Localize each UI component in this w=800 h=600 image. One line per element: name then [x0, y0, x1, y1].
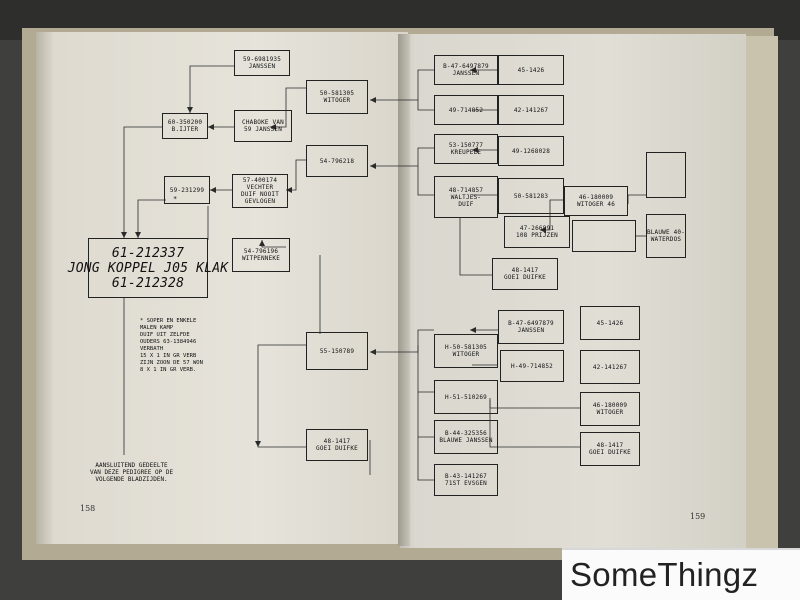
right-page [400, 34, 746, 548]
pedigree-box-45-1426: 45-1426 [498, 55, 564, 85]
pedigree-box-empty-2 [572, 220, 636, 252]
page-number-right: 159 [690, 512, 706, 521]
pedigree-box-45-1426-lower: 45-1426 [580, 306, 640, 340]
pedigree-box-blauwe-40: BLAUWE 40-WATERDOS [646, 214, 686, 258]
watermark-text: SomeThingz [570, 556, 759, 593]
pedigree-box-empty-1 [646, 152, 686, 198]
pedigree-box-54-796218: 54-796218 [306, 145, 368, 177]
pedigree-box-h-51-510269: H-51-510269 [434, 380, 498, 414]
pedigree-box-h-49-714852: H-49-714852 [500, 350, 564, 382]
book-gutter [398, 34, 410, 546]
pedigree-box-55-150789: 55-150789 [306, 332, 368, 370]
pedigree-box-42-141267-lower: 42-141267 [580, 350, 640, 384]
pedigree-box-49-1268028: 49-1268028 [498, 136, 564, 166]
pedigree-box-50-581283: 50-581283 [498, 178, 564, 214]
pedigree-box-49-714852: 49-714852 [434, 95, 498, 125]
pedigree-note: * SOPER EN ENKELE MALEN KAMP DUIF UIT ZE… [140, 318, 203, 373]
pedigree-box-42-141267: 42-141267 [498, 95, 564, 125]
star-marker: * [173, 195, 178, 203]
continuation-footer: AANSLUITEND GEDEELTE VAN DEZE PEDIGREE O… [90, 462, 174, 483]
left-page [36, 32, 408, 544]
page-number-left: 158 [80, 504, 96, 513]
pedigree-box-59-231299: 59-231299 [164, 176, 210, 204]
watermark-logo: SomeThingz [562, 548, 800, 600]
